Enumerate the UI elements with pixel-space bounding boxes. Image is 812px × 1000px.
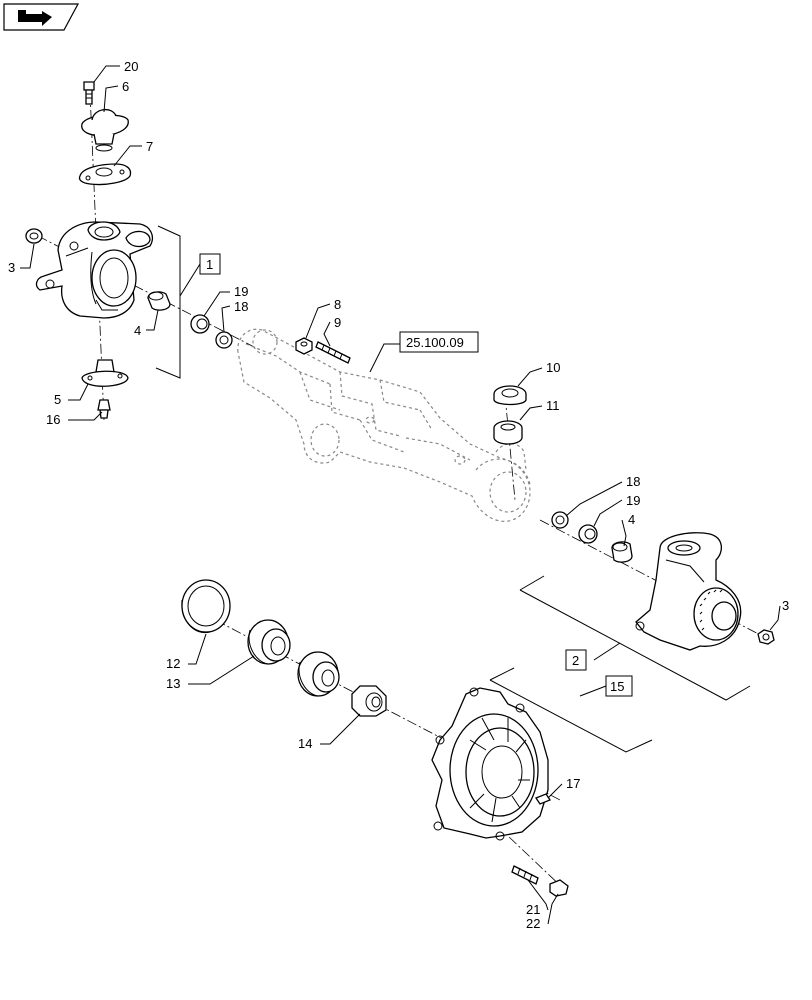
part-8-nut xyxy=(295,337,313,355)
label-12: 12 xyxy=(166,656,180,671)
label-9: 9 xyxy=(334,315,341,330)
label-20: 20 xyxy=(124,59,138,74)
part-16-lower-grease-fitting xyxy=(97,399,111,419)
label-21: 21 xyxy=(526,902,540,917)
label-16: 16 xyxy=(46,412,60,427)
part-2-right-steering-knuckle xyxy=(635,532,742,651)
part-labels: 20 6 7 3 1 19 18 4 5 16 8 9 25.100.09 10… xyxy=(8,59,789,931)
label-15: 15 xyxy=(610,679,624,694)
leader-lines xyxy=(20,65,781,925)
part-13-hub-bearing xyxy=(247,619,291,665)
part-3-left-nut xyxy=(25,228,43,244)
part-5-lower-kingpin-cap xyxy=(81,359,129,387)
label-10: 10 xyxy=(546,360,560,375)
label-3-left: 3 xyxy=(8,260,15,275)
label-1: 1 xyxy=(206,257,213,272)
group-1-bracket xyxy=(155,225,201,379)
label-8: 8 xyxy=(334,297,341,312)
label-4-left: 4 xyxy=(134,323,141,338)
reference-box-25-100-09[interactable] xyxy=(399,331,479,353)
part-14-hub-nut xyxy=(351,685,387,717)
part-hub-inner-bearing xyxy=(297,651,340,697)
assembly-axes xyxy=(37,91,771,891)
label-4-right: 4 xyxy=(628,512,635,527)
part-17-plug xyxy=(535,793,551,805)
label-11: 11 xyxy=(546,398,560,413)
label-17: 17 xyxy=(566,776,580,791)
label-19-left: 19 xyxy=(234,284,248,299)
part-7-shim-plate xyxy=(78,163,132,186)
group-2-box xyxy=(565,649,587,671)
part-20-grease-fitting xyxy=(83,81,95,105)
next-page-button[interactable] xyxy=(3,3,80,31)
label-14: 14 xyxy=(298,736,312,751)
part-4-right-bushing xyxy=(611,541,633,563)
label-6: 6 xyxy=(122,79,129,94)
label-19-right: 19 xyxy=(626,493,640,508)
part-15-wheel-hub xyxy=(431,687,549,841)
label-22: 22 xyxy=(526,916,540,931)
label-13: 13 xyxy=(166,676,180,691)
part-19-right-seal xyxy=(578,524,598,544)
label-18-left: 18 xyxy=(234,299,248,314)
part-18-left-washer xyxy=(215,331,233,349)
part-11-pivot-bushing xyxy=(493,420,523,445)
axle-housing-outline xyxy=(237,328,531,522)
part-19-left-seal xyxy=(190,314,210,334)
part-12-hub-seal xyxy=(181,579,231,634)
part-10-pivot-washer xyxy=(493,385,527,406)
label-5: 5 xyxy=(54,392,61,407)
group-1-box xyxy=(199,253,221,275)
next-page-arrow-icon xyxy=(18,10,52,26)
label-7: 7 xyxy=(146,139,153,154)
reference-25-100-09[interactable]: 25.100.09 xyxy=(406,335,464,350)
label-2: 2 xyxy=(572,653,579,668)
part-3-right-nut xyxy=(757,629,775,645)
group-15-box xyxy=(605,675,633,697)
label-18-right: 18 xyxy=(626,474,640,489)
part-18-right-washer xyxy=(551,511,569,529)
part-22-wheel-nut xyxy=(549,879,569,897)
part-4-left-bushing xyxy=(147,291,171,311)
group-15-bracket xyxy=(489,667,653,753)
part-1-left-steering-knuckle xyxy=(35,221,154,319)
group-2-bracket xyxy=(519,575,751,701)
part-9-stud xyxy=(315,341,351,364)
label-3-right: 3 xyxy=(782,598,789,613)
part-6-upper-kingpin-cap xyxy=(81,109,129,152)
part-21-wheel-stud xyxy=(511,865,539,885)
